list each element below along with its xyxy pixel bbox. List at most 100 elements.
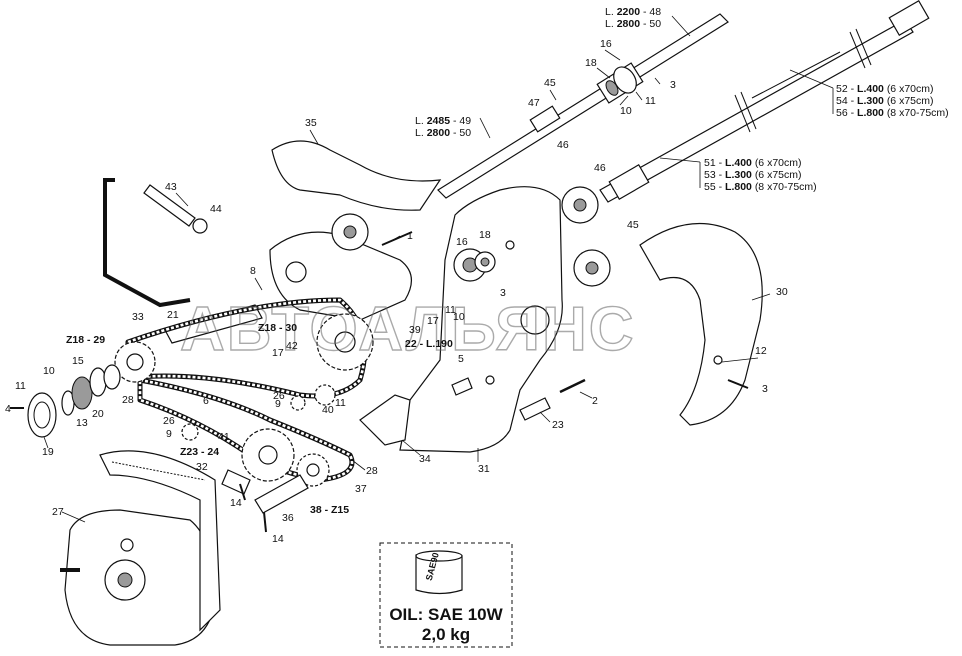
svg-text:19: 19 — [42, 446, 54, 458]
svg-text:6: 6 — [203, 395, 209, 407]
frame-tube — [103, 178, 191, 308]
housing-plate-31 — [399, 186, 563, 453]
svg-text:11: 11 — [645, 95, 656, 107]
ring-13 — [89, 367, 107, 397]
svg-text:55 - L.800 (8 x70-75cm): 55 - L.800 (8 x70-75cm) — [704, 181, 817, 193]
svg-text:51 - L.400 (6 x70cm): 51 - L.400 (6 x70cm) — [704, 157, 802, 169]
svg-text:4: 4 — [5, 403, 11, 415]
svg-text:L. 2800 - 50: L. 2800 - 50 — [605, 18, 661, 30]
svg-text:17: 17 — [272, 347, 284, 359]
bushing-5 — [451, 377, 473, 396]
washer-12 — [713, 355, 723, 365]
svg-text:33: 33 — [132, 311, 144, 323]
pin-14-b — [263, 511, 267, 533]
svg-text:27: 27 — [52, 506, 64, 518]
svg-text:41: 41 — [218, 431, 230, 443]
svg-text:26: 26 — [273, 390, 285, 402]
svg-text:26: 26 — [163, 415, 175, 427]
svg-text:1: 1 — [407, 230, 413, 242]
svg-text:46: 46 — [557, 139, 569, 151]
tensioner-sprocket-26 — [290, 395, 306, 411]
label-z23-24: Z23 - 24 — [180, 446, 219, 458]
svg-text:44: 44 — [210, 203, 222, 215]
svg-text:46: 46 — [594, 162, 606, 174]
chain-cover-35 — [271, 140, 442, 211]
svg-text:11: 11 — [445, 304, 456, 316]
svg-text:23: 23 — [552, 419, 564, 431]
sprocket-z18-29 — [114, 341, 156, 383]
leader-lines — [43, 49, 771, 523]
svg-text:37: 37 — [355, 483, 367, 495]
sprocket-z18-30 — [316, 313, 374, 371]
svg-text:42: 42 — [286, 340, 298, 352]
svg-text:15: 15 — [72, 355, 84, 367]
bearing-cover-19 — [27, 392, 57, 438]
svg-text:16: 16 — [600, 38, 612, 50]
svg-text:36: 36 — [282, 512, 294, 524]
label-z15-38: 38 - Z15 — [310, 504, 349, 516]
upper-shaft-variants: 52 - L.400 (6 x70cm) 54 - L.300 (6 x75cm… — [789, 69, 949, 119]
svg-text:16: 16 — [456, 236, 468, 248]
spacer-32 — [221, 469, 251, 495]
svg-text:21: 21 — [167, 309, 179, 321]
pin-23 — [519, 397, 551, 421]
svg-text:20: 20 — [92, 408, 104, 420]
bearing-flange-left — [331, 213, 369, 251]
svg-text:30: 30 — [776, 286, 788, 298]
bolt-1 — [381, 231, 413, 246]
svg-text:3: 3 — [762, 383, 768, 395]
svg-text:9: 9 — [166, 428, 172, 440]
rod-43 — [143, 184, 196, 227]
sprocket-z15-38 — [296, 453, 330, 487]
sprocket-z23-24 — [241, 428, 295, 482]
bolt-2 — [559, 378, 586, 394]
tensioner-arm-36 — [254, 474, 309, 514]
svg-text:10: 10 — [43, 365, 55, 377]
svg-text:14: 14 — [272, 533, 284, 545]
top-shaft-lengths: L. 2200 - 48 L. 2800 - 50 — [605, 6, 691, 37]
drive-chain-lower — [137, 377, 355, 483]
gearbox-side-plate — [99, 450, 221, 632]
oil-type-text: OIL: SAE 10W — [389, 605, 503, 624]
svg-text:L. 2800 - 50: L. 2800 - 50 — [415, 127, 471, 139]
svg-text:18: 18 — [479, 229, 491, 241]
svg-text:54 - L.300 (6 x75cm): 54 - L.300 (6 x75cm) — [836, 95, 934, 107]
svg-text:3: 3 — [500, 287, 506, 299]
svg-text:2: 2 — [592, 395, 598, 407]
label-z18-30: Z18 - 30 — [258, 322, 297, 334]
part-number-labels: 1 2 3 3 3 4 5 6 8 9 9 10 10 10 11 11 11 … — [5, 38, 788, 545]
svg-text:32: 32 — [196, 461, 208, 473]
bearing-flange-right-upper — [561, 186, 599, 224]
svg-text:31: 31 — [478, 463, 490, 475]
svg-text:11: 11 — [335, 397, 346, 409]
svg-text:53 - L.300 (6 x75cm): 53 - L.300 (6 x75cm) — [704, 169, 802, 181]
bearing-18 — [474, 251, 496, 273]
svg-text:L. 2200 - 48: L. 2200 - 48 — [605, 6, 661, 18]
side-cover-30 — [639, 222, 763, 426]
svg-text:40: 40 — [322, 404, 334, 416]
label-z18-29: Z18 - 29 — [66, 334, 105, 346]
bearing-flange-right-lower — [573, 249, 611, 287]
lower-drive-shaft — [599, 0, 930, 203]
svg-text:10: 10 — [453, 311, 465, 323]
svg-text:18: 18 — [585, 57, 597, 69]
svg-text:34: 34 — [419, 453, 431, 465]
svg-text:8: 8 — [250, 265, 256, 277]
svg-text:43: 43 — [165, 181, 177, 193]
svg-text:56 - L.800 (8 x70-75cm): 56 - L.800 (8 x70-75cm) — [836, 107, 949, 119]
svg-text:10: 10 — [620, 105, 632, 117]
bearing-15 — [71, 376, 93, 410]
oil-quantity-text: 2,0 kg — [422, 625, 470, 644]
svg-text:47: 47 — [528, 97, 540, 109]
bracket-34 — [359, 394, 411, 446]
svg-text:5: 5 — [458, 353, 464, 365]
svg-text:14: 14 — [230, 497, 242, 509]
oil-info-box: SAE90 OIL: SAE 10W 2,0 kg — [379, 542, 513, 648]
nut-44 — [192, 218, 208, 234]
svg-text:3: 3 — [670, 79, 676, 91]
lower-shaft-variants: 51 - L.400 (6 x70cm) 53 - L.300 (6 x75cm… — [659, 157, 817, 193]
bracket-plate-8 — [269, 231, 412, 321]
svg-text:9: 9 — [275, 398, 281, 410]
svg-text:28: 28 — [366, 465, 378, 477]
